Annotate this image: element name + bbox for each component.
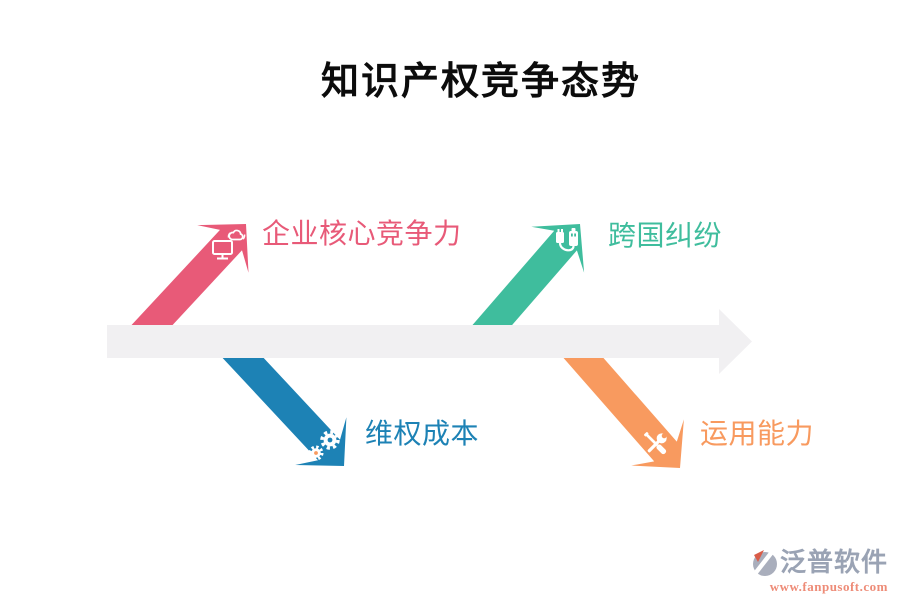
page-title: 知识产权竞争态势 xyxy=(320,61,641,103)
baseline-arrow xyxy=(107,309,752,374)
label-application-ability: 运用能力 xyxy=(700,419,815,450)
watermark: 泛普软件 www.fanpusoft.com xyxy=(752,547,888,594)
arrow-application-ability xyxy=(561,336,684,468)
arrow-transnational-disputes xyxy=(469,224,585,348)
arrow-core-competitiveness xyxy=(129,224,249,349)
watermark-brand: 泛普软件 xyxy=(779,548,888,577)
label-core-competitiveness: 企业核心竞争力 xyxy=(262,219,462,250)
arrow-rights-protection-cost xyxy=(221,335,347,466)
tools-icon xyxy=(644,432,668,455)
label-transnational-disputes: 跨国纠纷 xyxy=(608,221,723,252)
watermark-url: www.fanpusoft.com xyxy=(769,579,888,594)
gears-icon xyxy=(308,430,340,461)
label-rights-protection-cost: 维权成本 xyxy=(365,419,480,450)
fanpu-logo-icon xyxy=(752,550,777,577)
usb-cable-icon xyxy=(556,228,578,252)
monitor-cloud-icon xyxy=(212,229,246,260)
